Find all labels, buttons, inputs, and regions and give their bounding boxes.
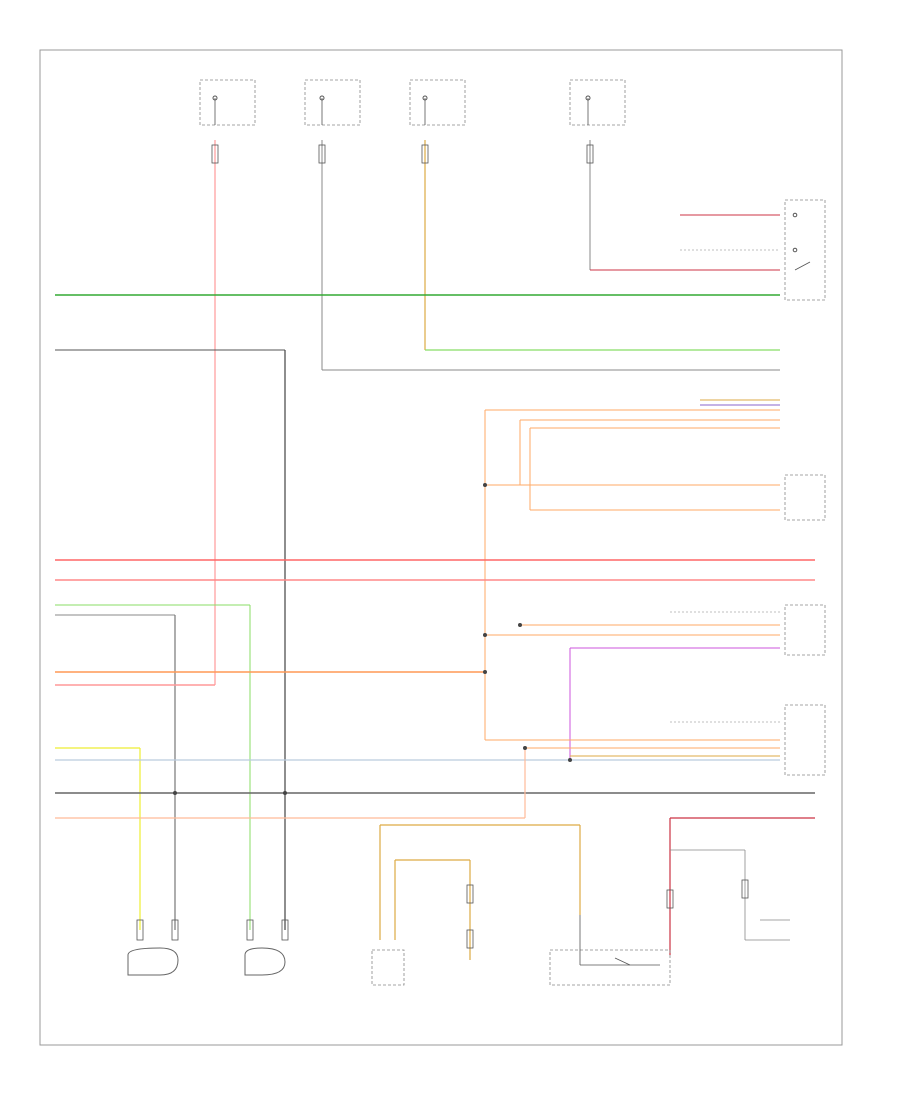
fuse-block-3 xyxy=(409,79,466,126)
wire-bundle-upper-right xyxy=(484,399,780,740)
wheel-speed-sensor-right xyxy=(244,919,289,976)
switch-bottom-middle xyxy=(371,824,581,986)
brake-light-switch xyxy=(549,915,671,986)
connector-stub-2 xyxy=(318,144,326,164)
tilt-sensor-right xyxy=(666,849,790,941)
module-box-lower xyxy=(485,704,826,776)
connector-stub-1 xyxy=(211,144,219,164)
module-box-upper xyxy=(784,474,826,521)
fuse-block-1 xyxy=(199,79,256,126)
connector-stub-4 xyxy=(586,144,594,164)
fuse-block-2 xyxy=(304,79,361,126)
wheel-speed-sensor-left xyxy=(127,919,179,976)
diagram-border xyxy=(39,49,843,1046)
junction-dots xyxy=(173,483,572,795)
sensor-block-right xyxy=(485,604,826,760)
fuse-block-4 xyxy=(569,79,626,126)
switch-block-top-right xyxy=(680,199,826,301)
connector-stub-3 xyxy=(421,144,429,164)
